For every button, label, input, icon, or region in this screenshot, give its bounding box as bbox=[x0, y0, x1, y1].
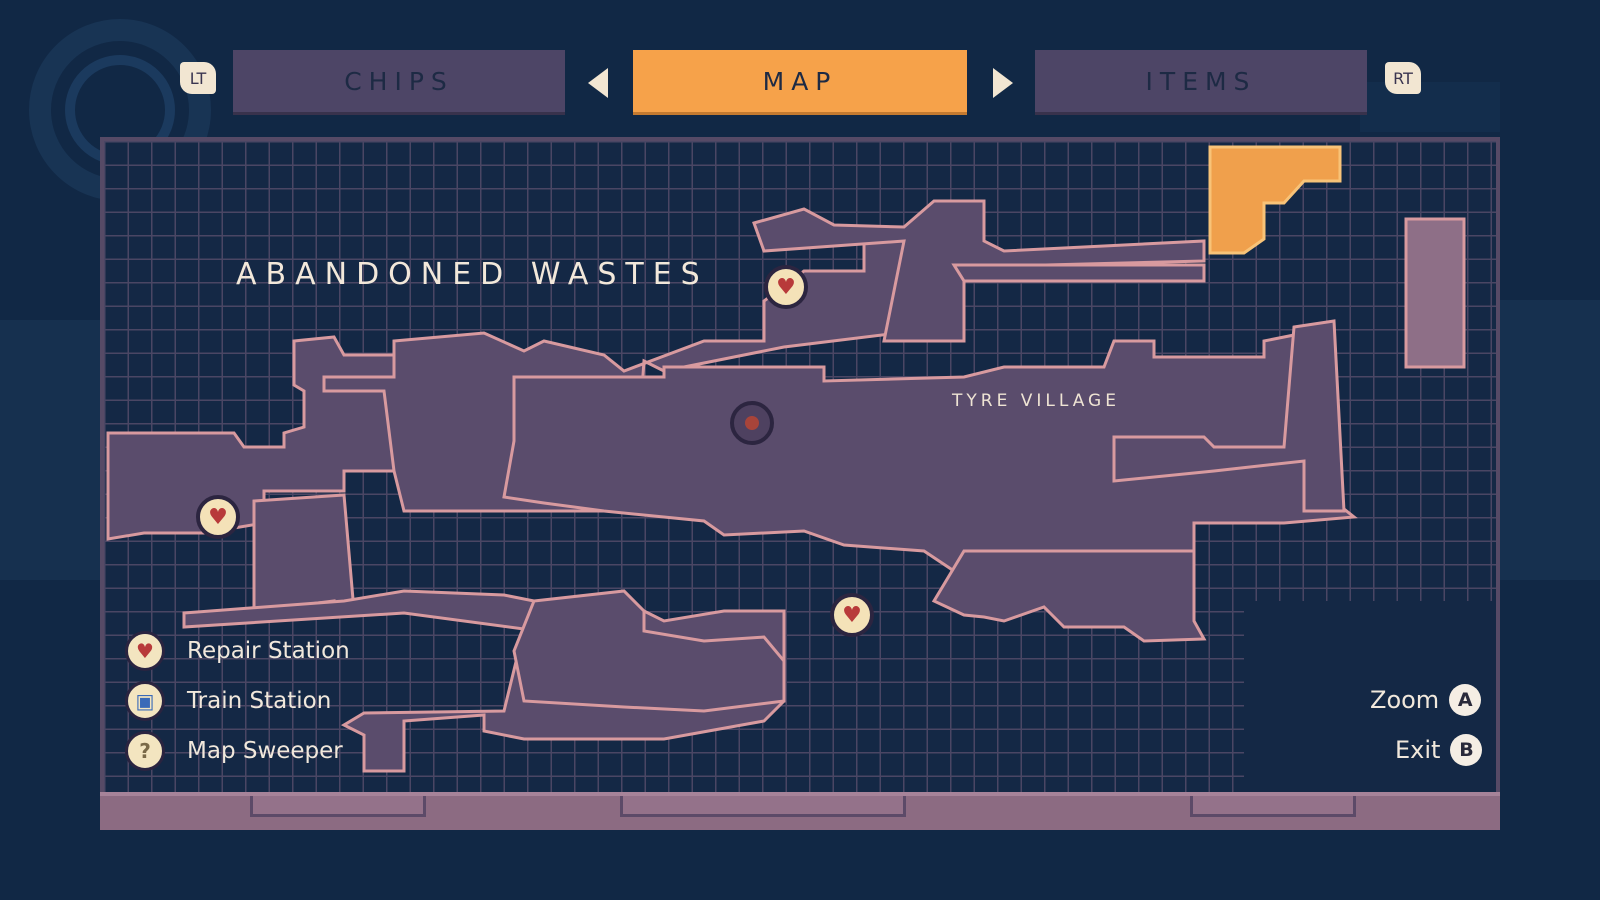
map-rooms bbox=[106, 199, 1358, 773]
legend-item-map-sweeper: ? Map Sweeper bbox=[125, 731, 343, 771]
a-button-icon[interactable]: A bbox=[1449, 684, 1482, 716]
map-panel[interactable]: ABANDONED WASTES TYRE VILLAGE ♥ ♥ ♥ bbox=[100, 137, 1500, 797]
question-icon: ? bbox=[125, 731, 165, 771]
frame-tab bbox=[1190, 796, 1356, 817]
player-dot bbox=[745, 416, 759, 430]
frame-tab bbox=[620, 796, 906, 817]
map-frame-bottom bbox=[100, 792, 1500, 830]
tab-chips[interactable]: CHIPS bbox=[233, 50, 565, 112]
zoom-control[interactable]: Zoom A bbox=[1370, 684, 1482, 716]
tab-right-arrow[interactable] bbox=[993, 68, 1013, 98]
legend-item-train-station: ▣ Train Station bbox=[125, 681, 331, 721]
heart-icon: ♥ bbox=[776, 274, 796, 300]
exit-control[interactable]: Exit B bbox=[1395, 734, 1483, 766]
repair-station-marker[interactable]: ♥ bbox=[196, 495, 240, 539]
legend-label: Repair Station bbox=[187, 638, 350, 664]
unexplored-area bbox=[1208, 145, 1342, 255]
map-canvas[interactable] bbox=[104, 141, 1496, 793]
tab-left-arrow[interactable] bbox=[588, 68, 608, 98]
legend-label: Map Sweeper bbox=[187, 738, 343, 764]
side-room bbox=[1404, 217, 1466, 369]
b-button-icon[interactable]: B bbox=[1450, 734, 1483, 766]
rt-button[interactable]: RT bbox=[1385, 62, 1421, 94]
tab-map[interactable]: MAP bbox=[633, 50, 967, 112]
legend-label: Train Station bbox=[187, 688, 332, 714]
heart-icon: ♥ bbox=[125, 631, 165, 671]
area-label-tyre-village: TYRE VILLAGE bbox=[952, 391, 1120, 411]
exit-label: Exit bbox=[1395, 736, 1441, 764]
heart-icon: ♥ bbox=[842, 602, 862, 628]
lt-button[interactable]: LT bbox=[180, 62, 216, 94]
frame-tab bbox=[250, 796, 426, 817]
zoom-label: Zoom bbox=[1370, 686, 1440, 714]
repair-station-marker[interactable]: ♥ bbox=[764, 265, 808, 309]
heart-icon: ♥ bbox=[208, 504, 228, 530]
region-title: ABANDONED WASTES bbox=[236, 257, 709, 292]
train-icon: ▣ bbox=[125, 681, 165, 721]
repair-station-marker[interactable]: ♥ bbox=[830, 593, 874, 637]
legend-item-repair-station: ♥ Repair Station bbox=[125, 631, 350, 671]
tab-items[interactable]: ITEMS bbox=[1035, 50, 1367, 112]
